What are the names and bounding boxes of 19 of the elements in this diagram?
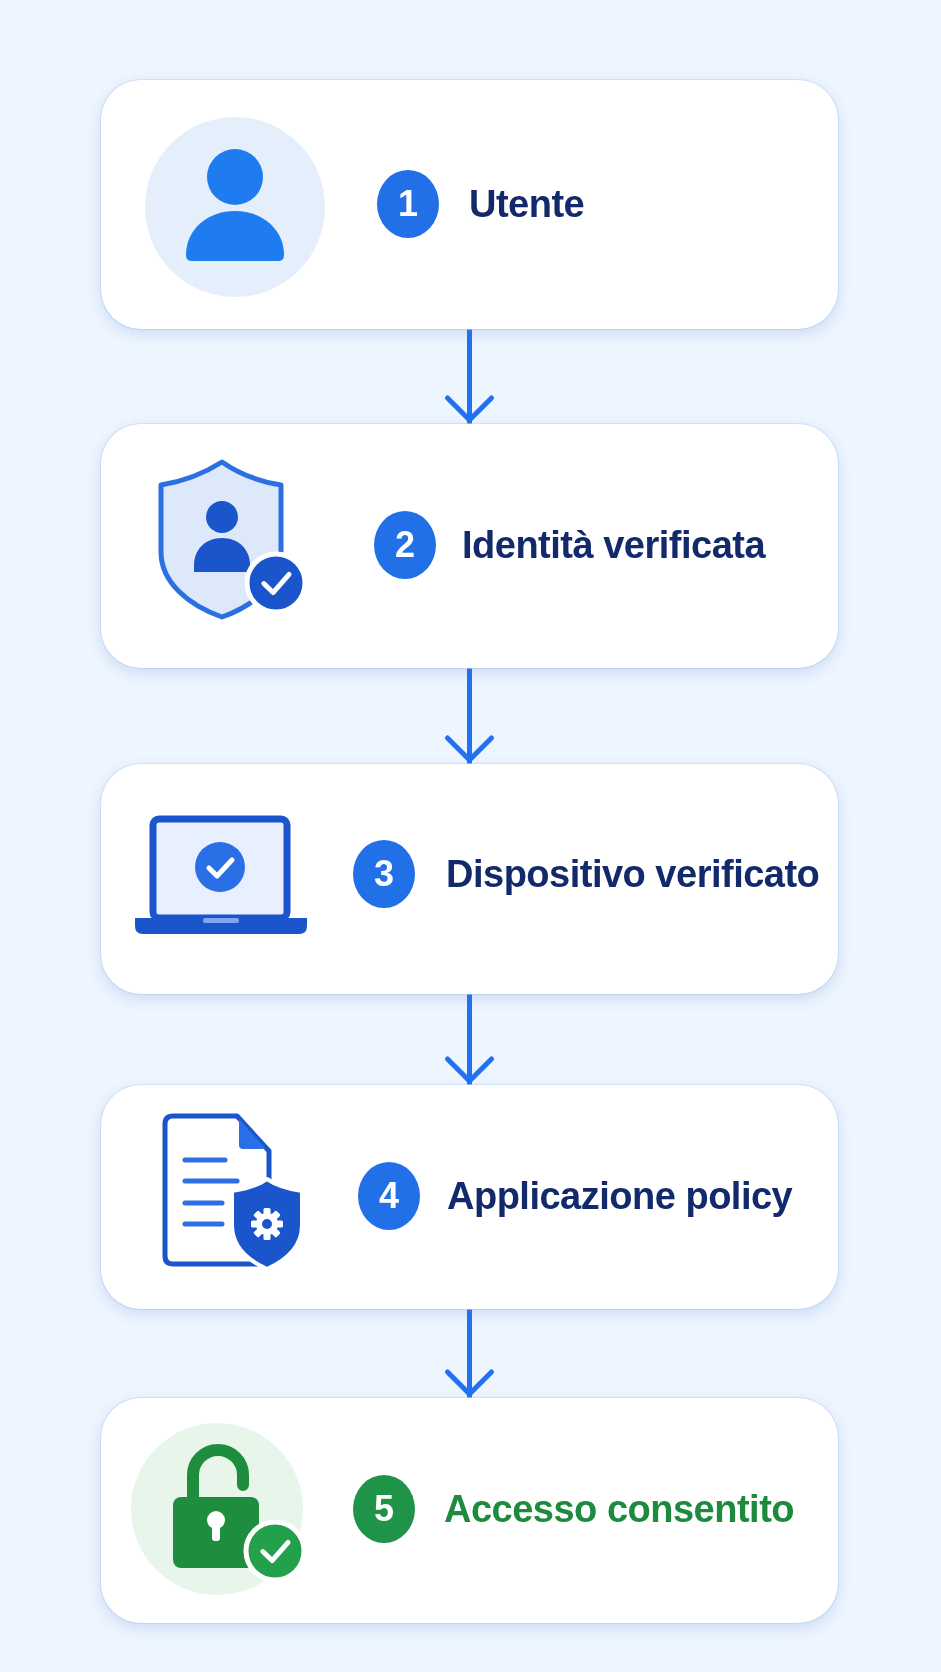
step-title: Applicazione policy xyxy=(447,1174,793,1219)
step-title: Dispositivo verificato xyxy=(446,852,820,897)
step-number: 3 xyxy=(353,840,415,908)
step-number: 4 xyxy=(358,1162,420,1230)
step-card xyxy=(101,80,838,329)
step-card xyxy=(101,424,838,668)
step-title: Accesso consentito xyxy=(444,1487,794,1532)
step-title: Identità verificata xyxy=(462,523,766,568)
step-card xyxy=(101,764,838,994)
step-card xyxy=(101,1398,838,1623)
step-number: 1 xyxy=(377,170,439,238)
step-number: 5 xyxy=(353,1475,415,1543)
step-title: Utente xyxy=(469,182,585,227)
arrow xyxy=(445,992,494,1087)
arrow xyxy=(445,666,494,766)
step-number: 2 xyxy=(374,511,436,579)
arrow xyxy=(445,327,494,426)
arrow xyxy=(445,1307,494,1400)
step-card xyxy=(101,1085,838,1309)
